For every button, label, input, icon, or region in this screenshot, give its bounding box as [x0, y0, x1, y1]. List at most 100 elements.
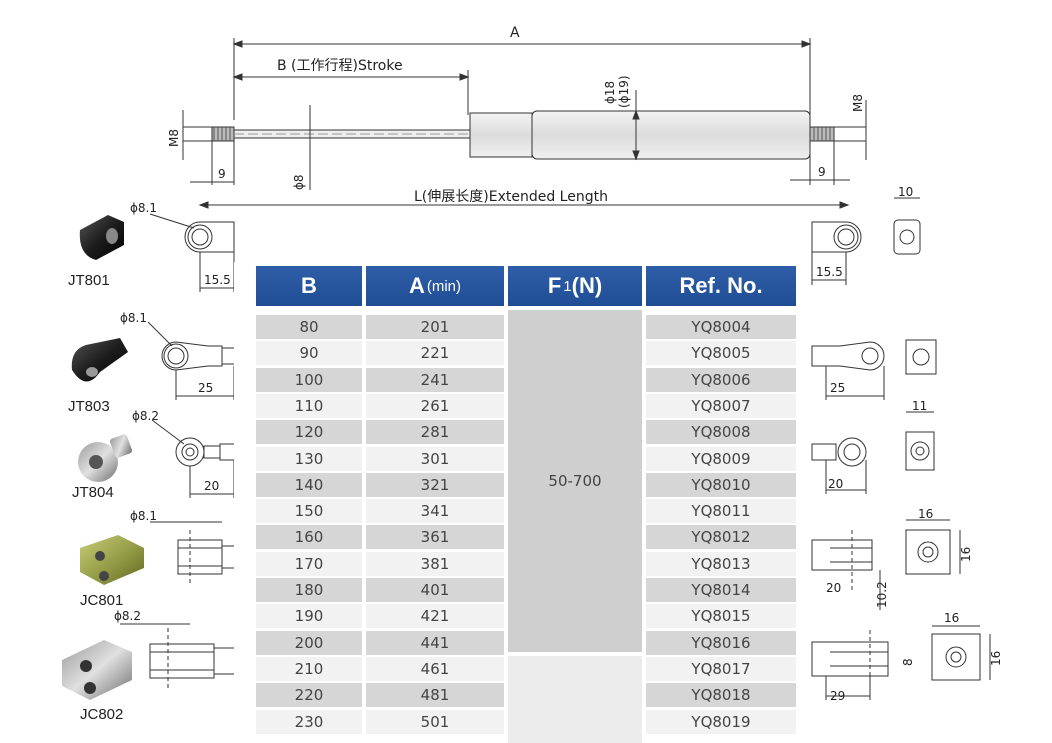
jt804r-len-label: 20 — [828, 477, 843, 491]
thread-right-label: M8 — [851, 94, 865, 112]
jt801r-width-label: 10 — [898, 185, 913, 199]
jt801-dia-label: ϕ8.1 — [130, 201, 157, 215]
cell-ref: YQ8010 — [646, 472, 796, 497]
jt804-dia-label: ϕ8.2 — [132, 409, 159, 423]
cell-a: 401 — [366, 578, 504, 602]
force-range-cell-lower — [508, 656, 642, 743]
jt801-photo — [79, 215, 124, 260]
dia-body-alt-label: (ϕ19) — [617, 75, 631, 108]
jt801-dim-label: 15.5 — [204, 273, 231, 287]
dia-rod-label: ϕ8 — [292, 174, 306, 190]
cell-a: 501 — [366, 709, 504, 734]
cell-a: 201 — [366, 315, 504, 339]
jc801-label: JC801 — [80, 592, 124, 609]
jc801r-side-label: 16 — [959, 547, 973, 562]
cell-b: 170 — [256, 551, 362, 576]
cell-a: 321 — [366, 472, 504, 497]
cell-a: 441 — [366, 630, 504, 655]
jt803r-len-label: 25 — [830, 381, 845, 395]
cell-b: 210 — [256, 656, 362, 681]
jt804-label: JT804 — [72, 484, 114, 501]
jt804-dim-label: 20 — [204, 479, 219, 493]
cell-ref: YQ8011 — [646, 499, 796, 524]
cell-ref: YQ8004 — [646, 315, 796, 339]
cell-ref: YQ8005 — [646, 341, 796, 366]
cell-b: 150 — [256, 499, 362, 524]
jc802r-w-label: 16 — [944, 611, 959, 625]
jt801-label: JT801 — [68, 272, 110, 289]
cell-b: 130 — [256, 446, 362, 471]
gas-spring-top — [182, 38, 867, 209]
cell-a: 281 — [366, 420, 504, 445]
cell-a: 381 — [366, 551, 504, 576]
header-b: B — [256, 266, 362, 306]
jt801r-len-label: 15.5 — [816, 265, 843, 279]
dim-a-label: A — [510, 25, 520, 41]
cell-a: 261 — [366, 393, 504, 418]
jc801-dia-label: ϕ8.1 — [130, 509, 157, 523]
jc802r-h-label: 8 — [901, 658, 915, 666]
jc801r-h-label: 10.2 — [875, 581, 889, 608]
cell-ref: YQ8006 — [646, 367, 796, 392]
cell-ref: YQ8007 — [646, 393, 796, 418]
jc802r-side-label: 16 — [989, 651, 1003, 666]
thread-len-right-label: 9 — [818, 165, 826, 179]
jc802-photo — [62, 640, 132, 700]
cell-b: 200 — [256, 630, 362, 655]
cell-ref: YQ8009 — [646, 446, 796, 471]
cell-b: 100 — [256, 367, 362, 392]
force-range-cell: 50-700 — [508, 310, 642, 652]
cell-a: 221 — [366, 341, 504, 366]
jc802r-len-label: 29 — [830, 689, 845, 703]
cell-b: 180 — [256, 578, 362, 602]
cell-ref: YQ8012 — [646, 525, 796, 550]
jt804-photo — [78, 434, 133, 482]
cell-a: 421 — [366, 604, 504, 629]
jc802-label: JC802 — [80, 706, 124, 723]
thread-len-left-label: 9 — [218, 167, 226, 181]
cell-a: 481 — [366, 683, 504, 708]
cell-b: 120 — [256, 420, 362, 445]
cell-a: 361 — [366, 525, 504, 550]
header-ref: Ref. No. — [646, 266, 796, 306]
cell-a: 301 — [366, 446, 504, 471]
jt803-dia-label: ϕ8.1 — [120, 311, 147, 325]
cell-ref: YQ8008 — [646, 420, 796, 445]
jc802-dia-label: ϕ8.2 — [114, 609, 141, 623]
cell-ref: YQ8013 — [646, 551, 796, 576]
left-fitting-drawings — [120, 213, 237, 690]
cell-ref: YQ8019 — [646, 709, 796, 734]
cell-ref: YQ8014 — [646, 578, 796, 602]
cell-b: 190 — [256, 604, 362, 629]
cell-ref: YQ8016 — [646, 630, 796, 655]
cell-b: 110 — [256, 393, 362, 418]
jt803-dim-label: 25 — [198, 381, 213, 395]
cell-ref: YQ8015 — [646, 604, 796, 629]
cell-a: 461 — [366, 656, 504, 681]
thread-left-label: M8 — [167, 129, 181, 147]
cell-b: 220 — [256, 683, 362, 708]
cell-b: 80 — [256, 315, 362, 339]
cell-b: 230 — [256, 709, 362, 734]
jt804r-width-label: 11 — [912, 399, 927, 413]
cell-a: 241 — [366, 367, 504, 392]
cell-ref: YQ8017 — [646, 656, 796, 681]
